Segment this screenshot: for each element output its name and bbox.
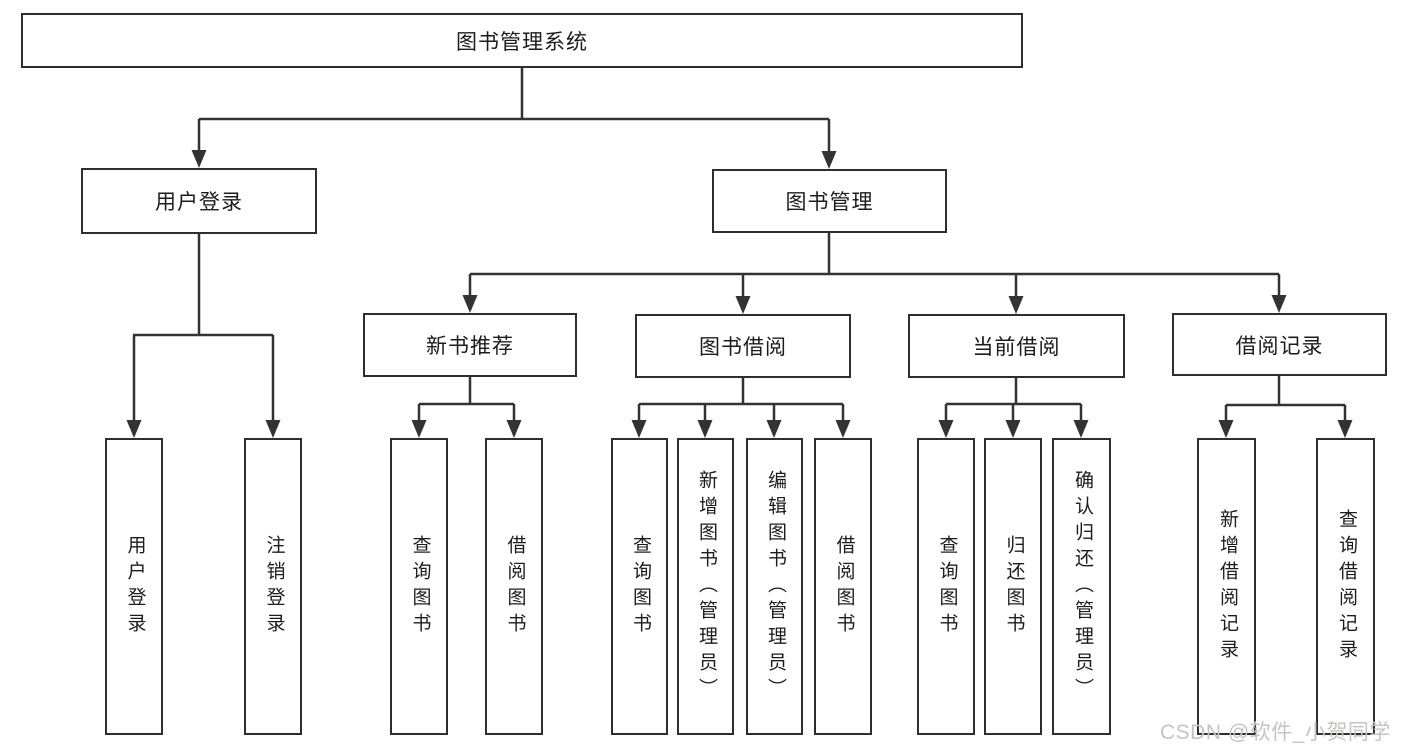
arrow-bookborrow: [735, 296, 751, 314]
leaf-borrow-books-2: 借阅图书: [814, 438, 872, 735]
arrow-newbook: [462, 295, 478, 313]
arrow-leaf-query1: [411, 420, 427, 438]
node-book-borrow: 图书借阅: [635, 314, 851, 378]
leaf-query-books-1: 查询图书: [390, 438, 448, 735]
arrow-leaf-borrow2: [835, 420, 851, 438]
leaf-edit-books-admin: 编辑图书（管理员）: [746, 438, 803, 735]
node-new-book-recommend-label: 新书推荐: [426, 335, 514, 358]
node-current-borrow: 当前借阅: [908, 314, 1125, 378]
arrow-leaf-logout: [265, 420, 281, 438]
node-borrow-records: 借阅记录: [1172, 313, 1387, 376]
leaf-edit-books-admin-label: 编辑图书（管理员）: [764, 469, 786, 704]
arrow-leaf-queryrecord: [1337, 420, 1353, 438]
leaf-return-books: 归还图书: [984, 438, 1042, 735]
leaf-add-books-admin-label: 新增图书（管理员）: [695, 469, 717, 704]
arrow-currentborrow: [1008, 296, 1024, 314]
csdn-watermark: CSDN @软件_小贺同学: [1160, 721, 1391, 744]
leaf-return-books-label: 归还图书: [1003, 534, 1025, 639]
leaf-add-books-admin: 新增图书（管理员）: [677, 438, 734, 735]
arrow-leaf-edit: [766, 420, 782, 438]
leaf-confirm-return-admin: 确认归还（管理员）: [1052, 438, 1111, 735]
leaf-query-borrow-record-label: 查询借阅记录: [1335, 508, 1357, 665]
leaf-borrow-books-2-label: 借阅图书: [833, 534, 855, 639]
node-current-borrow-label: 当前借阅: [972, 336, 1061, 359]
leaf-logout: 注销登录: [244, 438, 302, 735]
leaf-query-borrow-record: 查询借阅记录: [1316, 438, 1375, 735]
leaf-logout-label: 注销登录: [263, 534, 285, 639]
arrow-leaf-addrecord: [1218, 420, 1234, 438]
arrow-leaf-query2: [631, 420, 647, 438]
leaf-query-books-1-label: 查询图书: [409, 534, 431, 639]
node-new-book-recommend: 新书推荐: [363, 313, 577, 377]
arrow-leaf-login: [126, 420, 142, 438]
leaf-add-borrow-record: 新增借阅记录: [1197, 438, 1256, 735]
node-book-borrow-label: 图书借阅: [699, 336, 787, 359]
node-book-management-label: 图书管理: [785, 191, 874, 214]
leaf-query-books-2-label: 查询图书: [629, 534, 651, 639]
arrow-leaf-borrow1: [506, 420, 522, 438]
arrow-leaf-query3: [938, 420, 954, 438]
leaf-confirm-return-admin-label: 确认归还（管理员）: [1071, 469, 1093, 704]
leaf-add-borrow-record-label: 新增借阅记录: [1216, 508, 1238, 665]
arrow-leaf-return: [1005, 420, 1021, 438]
arrow-user-login: [191, 150, 207, 168]
arrow-leaf-confirm: [1073, 420, 1089, 438]
node-user-login-label: 用户登录: [155, 191, 243, 214]
node-book-management: 图书管理: [712, 169, 947, 233]
leaf-user-login-label: 用户登录: [124, 534, 146, 639]
node-root-library-system: 图书管理系统: [21, 13, 1023, 68]
node-borrow-records-label: 借阅记录: [1235, 334, 1324, 358]
leaf-borrow-books-1: 借阅图书: [485, 438, 543, 735]
node-user-login: 用户登录: [81, 168, 317, 234]
arrowheads: [126, 150, 1353, 438]
leaf-query-books-3-label: 查询图书: [936, 534, 958, 639]
arrow-book-mgmt: [821, 151, 837, 169]
leaf-query-books-2: 查询图书: [611, 438, 668, 735]
leaf-query-books-3: 查询图书: [917, 438, 975, 735]
arrow-leaf-add: [697, 420, 713, 438]
leaf-user-login: 用户登录: [105, 438, 163, 735]
arrow-borrowrecords: [1271, 295, 1287, 313]
node-root-label: 图书管理系统: [456, 30, 588, 54]
leaf-borrow-books-1-label: 借阅图书: [504, 534, 526, 639]
